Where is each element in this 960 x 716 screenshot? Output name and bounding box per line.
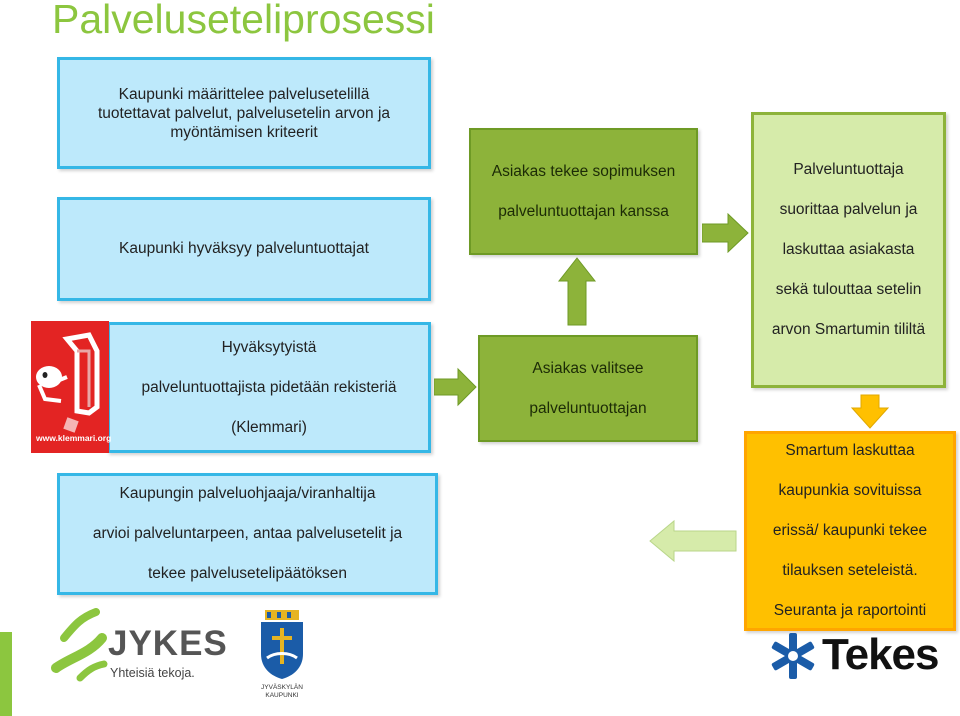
register-line-3: (Klemmari) (231, 418, 307, 436)
klemmari-mascot-icon (36, 332, 100, 433)
jykes-swirl-icon (51, 608, 108, 682)
arrow-down-provider-to-smartum (850, 394, 890, 429)
tekes-name: Tekes (822, 630, 939, 679)
arrow-up-choose-to-contract (557, 257, 597, 326)
contract-box: Asiakas tekee sopimuksen palveluntuottaj… (469, 128, 698, 255)
provider-service-box: Palveluntuottaja suorittaa palvelun ja l… (751, 112, 946, 388)
arrow-right-register-to-choose (434, 367, 477, 407)
define-services-box: Kaupunki määrittelee palvelusetelillä tu… (57, 57, 431, 169)
klemmari-url: www.klemmari.org (36, 433, 112, 443)
define-line-1: Kaupunki määrittelee palvelusetelillä (118, 85, 370, 103)
jyvaskyla-line-1: JYVÄSKYLÄN (261, 684, 303, 691)
jykes-name: JYKES (108, 624, 228, 663)
jykes-logo: JYKES Yhteisiä tekoja. (50, 608, 227, 688)
provider-line-5: arvon Smartumin tililtä (771, 321, 926, 338)
assess-line-1: Kaupungin palveluohjaaja/viranhaltija (119, 485, 376, 502)
choose-line-2: palveluntuottajan (529, 399, 647, 417)
smartum-line-1: Smartum laskuttaa (785, 442, 915, 459)
approve-text: Kaupunki hyväksyy palveluntuottajat (119, 240, 369, 257)
choose-line-1: Asiakas valitsee (532, 359, 644, 377)
smartum-line-4: tilauksen seteleistä. (782, 562, 918, 579)
smartum-billing-box: Smartum laskuttaa kaupunkia sovituissa e… (744, 431, 956, 631)
jyvaskyla-line-2: KAUPUNKI (265, 692, 299, 699)
assess-line-2: arvioi palveluntarpeen, antaa palveluset… (92, 525, 403, 542)
jyvaskyla-logo: JYVÄSKYLÄN KAUPUNKI (257, 608, 307, 708)
register-line-1: Hyväksytyistä (221, 338, 317, 356)
provider-line-3: laskuttaa asiakasta (782, 241, 915, 258)
jykes-tagline: Yhteisiä tekoja. (110, 666, 195, 680)
assess-line-3: tekee palvelusetelipäätöksen (147, 565, 348, 582)
tekes-logo: Tekes (768, 628, 958, 684)
approve-providers-box: Kaupunki hyväksyy palveluntuottajat (57, 197, 431, 301)
provider-line-2: suorittaa palvelun ja (779, 201, 918, 218)
arrow-left-smartum-to-assessment (649, 519, 737, 563)
define-line-3: myöntämisen kriteerit (170, 123, 318, 141)
define-line-2: tuotettavat palvelut, palvelusetelin arv… (97, 104, 391, 122)
page-title: Palveluseteliprosessi (52, 0, 435, 42)
smartum-line-3: erissä/ kaupunki tekee (772, 522, 928, 539)
jyvaskyla-crest-icon (261, 610, 303, 679)
provider-line-1: Palveluntuottaja (793, 161, 904, 178)
contract-line-2: palveluntuottajan kanssa (498, 202, 669, 220)
register-line-2: palveluntuottajista pidetään rekisteriä (141, 378, 397, 396)
tekes-star-icon (771, 633, 815, 679)
provider-register-box: Hyväksytyistä palveluntuottajista pidetä… (107, 322, 431, 453)
smartum-line-5: Seuranta ja raportointi (773, 602, 927, 619)
left-accent-bar (0, 632, 12, 716)
klemmari-logo: www.klemmari.org (31, 321, 112, 453)
provider-line-4: sekä tulouttaa setelin (775, 281, 922, 298)
choose-provider-box: Asiakas valitsee palveluntuottajan (478, 335, 698, 442)
smartum-line-2: kaupunkia sovituissa (778, 482, 922, 499)
contract-line-1: Asiakas tekee sopimuksen (491, 162, 676, 180)
arrow-right-contract-to-provider (702, 213, 749, 253)
assessment-box: Kaupungin palveluohjaaja/viranhaltija ar… (57, 473, 438, 595)
